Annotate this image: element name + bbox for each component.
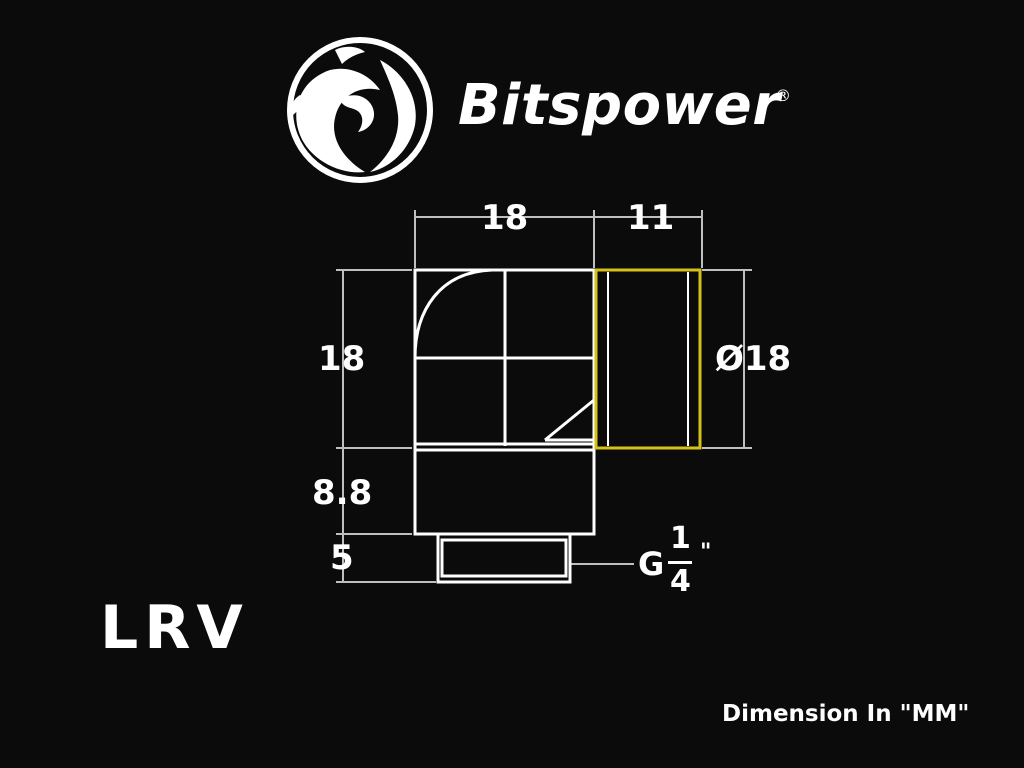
dimension-lines <box>336 210 752 583</box>
unit-note: Dimension In "MM" <box>722 701 970 727</box>
dimension-top-left-width: 18 <box>481 198 529 238</box>
thread-prefix: G <box>638 545 665 583</box>
fraction-bar <box>668 561 692 564</box>
dimension-outlet-diameter: Ø18 <box>715 339 792 379</box>
fitting-outline <box>413 268 596 584</box>
outlet-ring <box>594 268 702 450</box>
dragon-emblem-icon <box>287 37 433 183</box>
brand-name: Bitspower <box>458 73 781 138</box>
model-code: LRV <box>100 593 249 663</box>
dimension-body-height: 18 <box>318 339 366 379</box>
inch-mark: " <box>700 540 712 565</box>
thread-denominator: 4 <box>670 564 691 599</box>
thread-numerator: 1 <box>670 521 691 556</box>
dimension-collar-height: 8.8 <box>312 473 373 513</box>
dimension-top-right-width: 11 <box>627 198 675 238</box>
dimension-thread-length: 5 <box>330 538 354 578</box>
registered-mark: ® <box>775 86 791 105</box>
